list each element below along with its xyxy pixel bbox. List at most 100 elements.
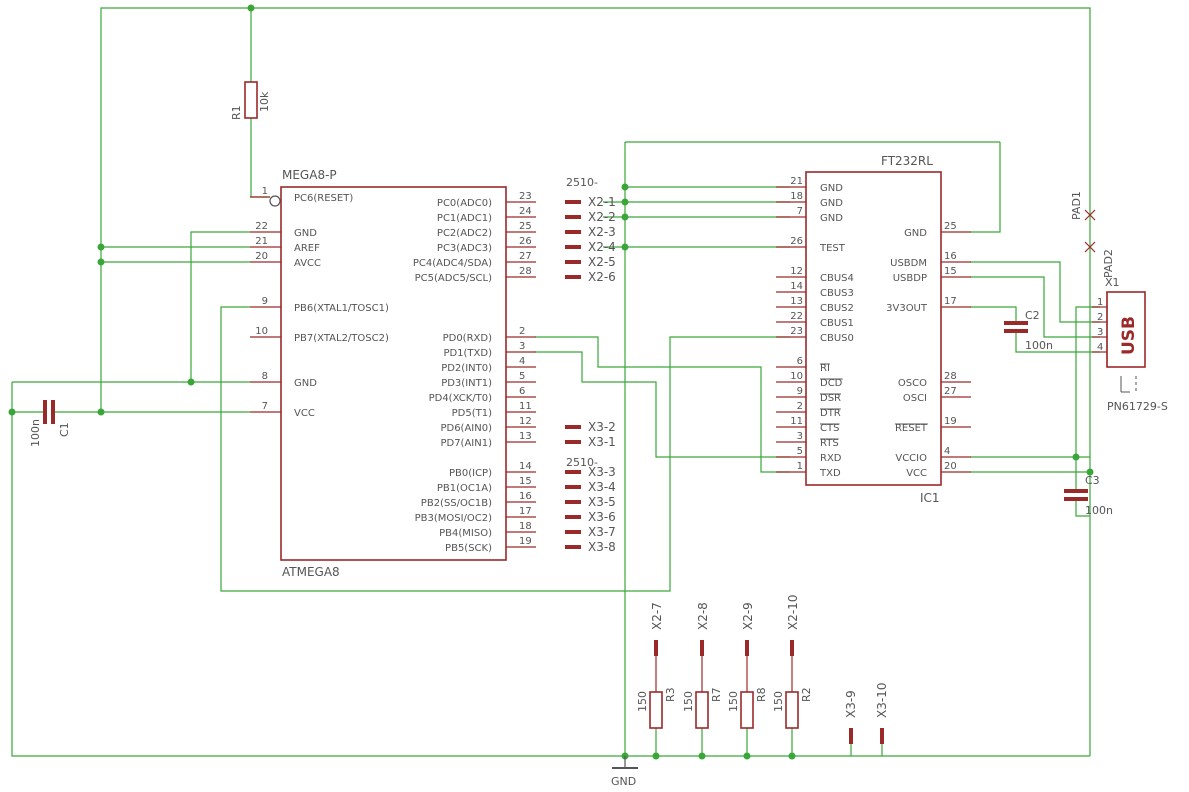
pin-label: PB4(MISO) (439, 528, 492, 539)
pin-number: 12 (790, 266, 803, 277)
resistor-name-label: R8 (755, 687, 768, 702)
x2-bottom-label: X2-10 (786, 595, 800, 630)
pin-number: 15 (519, 476, 532, 487)
x2-bottom-label: X2-9 (741, 602, 755, 630)
pin-label: GND (294, 378, 317, 389)
pin-label: RESET (895, 423, 928, 434)
pin-number: 24 (519, 206, 532, 217)
c1-value-label: 100n (29, 419, 42, 447)
c3-name-label: C3 (1085, 474, 1100, 487)
resistor-r2: 150 R2 (772, 687, 813, 729)
pin-number: 5 (519, 371, 525, 382)
x3-bottom-pin: X3-9 (844, 690, 858, 744)
pin-number: 10 (255, 326, 268, 337)
pin-number: 12 (519, 416, 532, 427)
pin-number: 21 (790, 176, 803, 187)
pin-label: OSCO (898, 378, 927, 389)
resistor-r8: 150 R8 (727, 687, 768, 729)
ft232-pin-left: 6RI (776, 356, 830, 374)
pin-label: AVCC (294, 258, 321, 269)
resistor-value-label: 150 (727, 691, 740, 712)
pin-label: 3V3OUT (886, 303, 928, 314)
x2-pin-label: X2-1 (588, 195, 616, 209)
pin-label: TXD (819, 468, 841, 479)
pin-label: RI (820, 363, 830, 374)
x3-pin: X3-6 (565, 510, 616, 524)
pin-number: 15 (944, 266, 957, 277)
pin-label: AREF (294, 243, 320, 254)
x3-pin-label: X3-3 (588, 465, 616, 479)
pin-number: 5 (797, 446, 803, 457)
pin-number: 7 (262, 401, 268, 412)
pad2-label: PAD2 (1102, 249, 1115, 278)
c2-value-label: 100n (1025, 339, 1053, 352)
pin-label: RTS (820, 438, 839, 449)
pin-number: 25 (519, 221, 532, 232)
pin-number: 1 (797, 461, 803, 472)
usb-pin-number: 3 (1097, 327, 1103, 338)
pin-number: 9 (797, 386, 803, 397)
pin-label: PC5(ADC5/SCL) (415, 273, 492, 284)
pin-label: PC0(ADC0) (437, 198, 492, 209)
x2-pin-label: X2-2 (588, 210, 616, 224)
pin-label: PC2(ADC2) (437, 228, 492, 239)
x2-pin: X2-3 (565, 225, 616, 239)
x3-pin-label: X3-6 (588, 510, 616, 524)
c1-name-label: C1 (58, 422, 71, 437)
pin-number: 2 (519, 326, 525, 337)
pin-number: 19 (519, 536, 532, 547)
pin-label: PD5(T1) (452, 408, 492, 419)
resistor-name-label: R2 (800, 687, 813, 702)
pin-number: 13 (790, 296, 803, 307)
pin-number: 17 (944, 296, 957, 307)
pin-number: 23 (519, 191, 532, 202)
resistor-name-label: R7 (710, 687, 723, 702)
pin-label: PB7(XTAL2/TOSC2) (294, 333, 389, 344)
pin-label: DTR (820, 408, 841, 419)
x2-bottom-pin: X2-10 (786, 595, 800, 692)
pin-label: CBUS2 (820, 303, 854, 314)
c2-name-label: C2 (1025, 309, 1040, 322)
pin-number: 19 (944, 416, 957, 427)
usb-pin: 1 (1092, 297, 1107, 308)
atmega-value-label: MEGA8-P (282, 168, 337, 182)
ft232-value-label: FT232RL (881, 154, 933, 168)
usb-pin-number: 2 (1097, 312, 1103, 323)
x3-pin-label: X3-7 (588, 525, 616, 539)
resistor-value-label: 150 (772, 691, 785, 712)
pin-label: PB1(OC1A) (437, 483, 492, 494)
pin-number: 28 (519, 266, 532, 277)
resistor-r1: R1 10k (230, 81, 271, 120)
usb-pin-number: 4 (1097, 342, 1103, 353)
pin-label: PB5(SCK) (445, 543, 492, 554)
x2-bottom-pin: X2-7 (650, 602, 664, 692)
pad2-x-marker (1084, 241, 1096, 253)
pin-label: GND (820, 183, 843, 194)
x2-pin: X2-1 (565, 195, 616, 209)
pin-label: PB2(SS/OC1B) (421, 498, 492, 509)
usb-pin-number: 1 (1097, 297, 1103, 308)
pin-number: 10 (790, 371, 803, 382)
ft232-pin-right: 17 3V3OUT (886, 296, 971, 314)
